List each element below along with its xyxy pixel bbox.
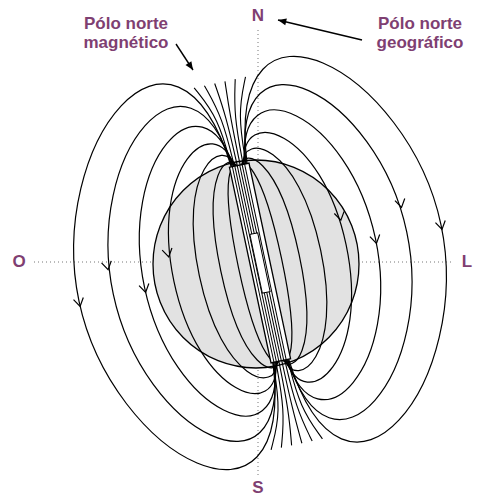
compass-letter: O bbox=[7, 252, 31, 271]
leader-arrow-head bbox=[278, 19, 287, 26]
field-line bbox=[194, 84, 231, 171]
field-line bbox=[285, 358, 312, 443]
field-arrow bbox=[162, 248, 173, 258]
field-arrow bbox=[435, 221, 446, 231]
pole-label: Pólo norte magnético bbox=[63, 14, 189, 52]
field-arrow bbox=[334, 211, 345, 221]
field-line bbox=[215, 82, 238, 166]
leader-arrow-head bbox=[186, 61, 193, 70]
field-line bbox=[227, 33, 482, 454]
leader-arrow bbox=[278, 20, 362, 40]
magnet-hatch bbox=[235, 166, 277, 362]
compass-letter: L bbox=[455, 252, 479, 271]
field-line bbox=[238, 120, 372, 386]
field-arrow bbox=[395, 198, 406, 208]
field-line bbox=[114, 120, 285, 432]
magnet-hatch bbox=[245, 164, 287, 360]
field-line bbox=[288, 356, 323, 443]
field-line bbox=[147, 140, 281, 406]
field-arrow bbox=[102, 261, 113, 271]
magnet-hatch bbox=[237, 166, 279, 362]
magnet-hatch bbox=[240, 165, 282, 361]
field-line bbox=[176, 153, 280, 387]
field-line bbox=[282, 360, 302, 444]
field-line bbox=[225, 79, 252, 164]
field-line bbox=[240, 139, 344, 373]
field-line bbox=[264, 362, 294, 448]
magnet-hatch bbox=[242, 165, 284, 361]
magnet-hatch bbox=[232, 167, 274, 363]
field-arrow bbox=[74, 297, 85, 307]
field-line bbox=[228, 77, 263, 164]
compass-letter: S bbox=[246, 478, 270, 497]
leader-arrow bbox=[176, 44, 193, 70]
field-line bbox=[235, 94, 406, 406]
field-line bbox=[223, 81, 243, 165]
compass-letter: N bbox=[246, 6, 270, 25]
field-arrow bbox=[139, 284, 150, 294]
field-arrow bbox=[370, 234, 381, 244]
pole-label: Pólo norte geográfico bbox=[361, 14, 479, 52]
field-group bbox=[33, 32, 486, 495]
magnet-core bbox=[250, 233, 270, 293]
bar-magnet bbox=[229, 163, 290, 363]
field-line bbox=[38, 73, 293, 494]
